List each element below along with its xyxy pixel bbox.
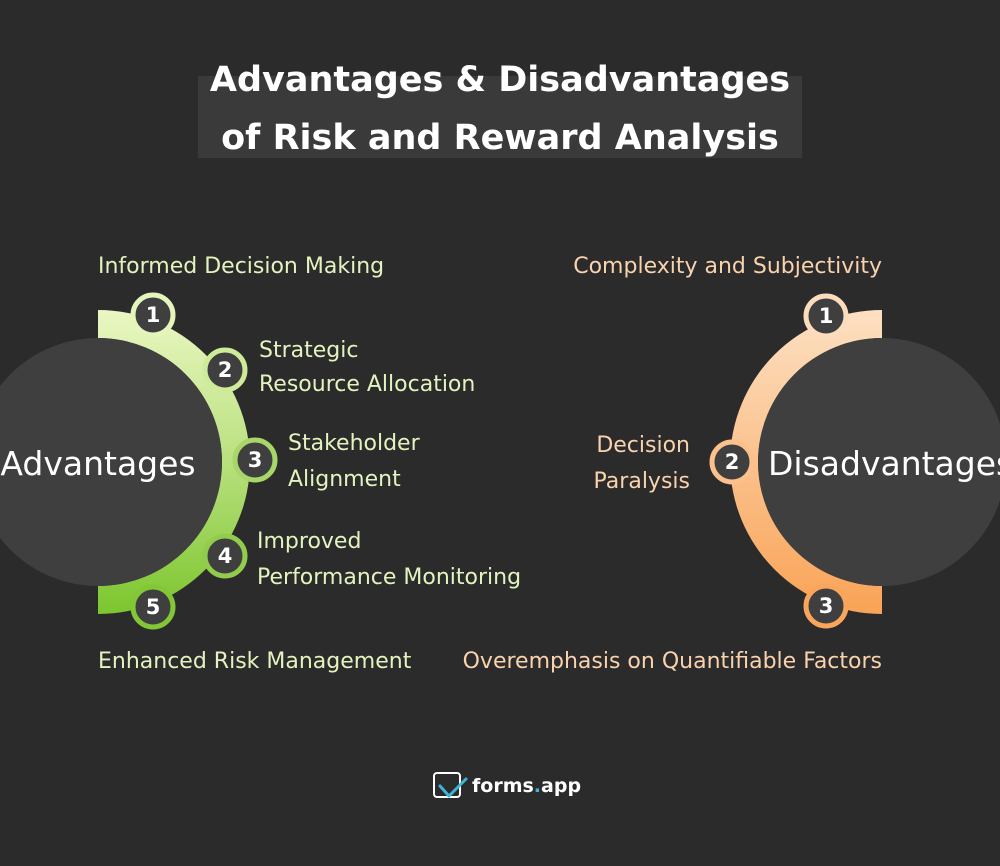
svg-text:1: 1 [146,303,161,327]
advantages-circle [0,338,222,586]
svg-text:3: 3 [248,448,263,472]
advantage-4-text-line-2: Performance Monitoring [257,565,521,590]
logo-text: forms.app [472,775,581,797]
svg-text:1: 1 [819,304,834,328]
title-line-2: of Risk and Reward Analysis [221,118,779,158]
advantage-badge-1: 1 [130,292,176,338]
disadvantage-badge-3: 3 [803,583,849,629]
title-line-1: Advantages & Disadvantages [210,60,790,100]
disadvantage-badge-2: 2 [709,439,755,485]
advantages-label: Advantages [0,444,195,483]
title-background [198,76,802,158]
disadvantage-3-text: Overemphasis on Quantifiable Factors [463,649,882,674]
advantage-1-text: Informed Decision Making [98,254,384,279]
advantage-2-text-line-1: Strategic [259,338,358,363]
advantage-badge-2: 2 [202,347,248,393]
disadvantage-badge-1: 1 [803,293,849,339]
disadvantage-2-text-line-1: Decision [596,433,690,458]
advantage-2-text-line-2: Resource Allocation [259,372,475,397]
disadvantages-circle [758,338,1000,586]
svg-text:3: 3 [819,594,834,618]
advantage-4-text-line-1: Improved [257,529,361,554]
advantage-badge-3: 3 [232,437,278,483]
forms-app-logo-icon [433,772,468,798]
disadvantage-2-text-line-2: Paralysis [594,469,690,494]
advantage-badge-5: 5 [130,584,176,630]
svg-text:4: 4 [218,544,233,568]
advantage-badge-4: 4 [202,533,248,579]
advantage-5-text: Enhanced Risk Management [98,649,412,674]
advantage-3-text-line-2: Alignment [288,467,401,492]
forms-app-logo: forms.app [433,772,581,798]
svg-text:5: 5 [146,595,161,619]
svg-text:2: 2 [218,358,233,382]
advantage-3-text-line-1: Stakeholder [288,431,421,456]
disadvantages-label: Disadvantages [768,444,1000,483]
disadvantages-arc [730,310,882,614]
svg-text:2: 2 [725,450,740,474]
disadvantage-1-text: Complexity and Subjectivity [573,254,882,279]
